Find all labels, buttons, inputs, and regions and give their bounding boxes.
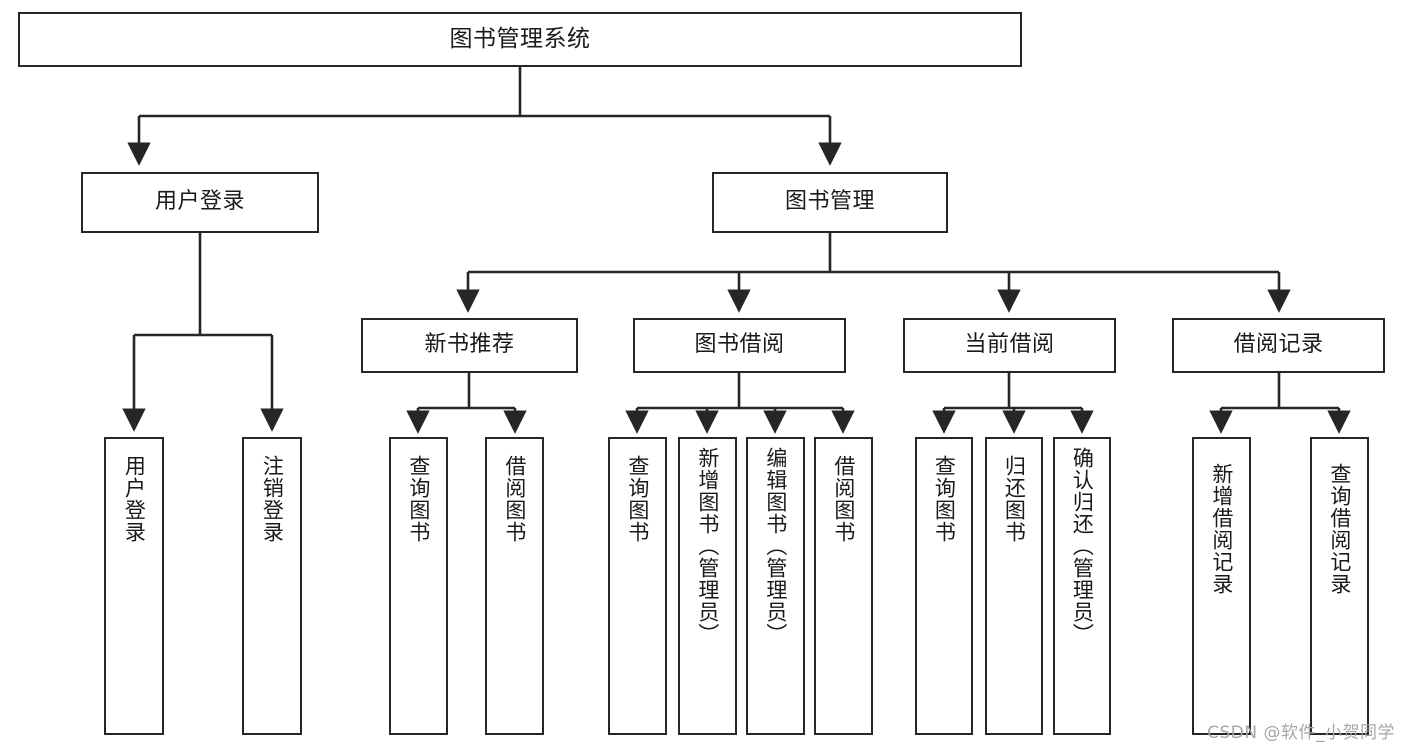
node-leaf-return-book[interactable]: 归还图书 [985, 437, 1043, 735]
node-leaf-edit-book-admin-label: 编辑图书（管理员） [763, 447, 788, 645]
node-leaf-query-book-borrow[interactable]: 查询图书 [608, 437, 667, 735]
node-leaf-logout-label: 注销登录 [260, 455, 285, 543]
node-leaf-query-book-cur-label: 查询图书 [932, 455, 957, 543]
node-leaf-add-borrow-record-label: 新增借阅记录 [1209, 463, 1234, 595]
node-current-borrow[interactable]: 当前借阅 [903, 318, 1116, 373]
node-leaf-return-book-label: 归还图书 [1002, 455, 1027, 543]
node-root[interactable]: 图书管理系统 [18, 12, 1022, 67]
node-leaf-query-borrow-record[interactable]: 查询借阅记录 [1310, 437, 1369, 735]
node-new-book-rec-label: 新书推荐 [424, 332, 515, 358]
node-book-borrow-label: 图书借阅 [694, 332, 785, 358]
node-leaf-user-login[interactable]: 用户登录 [104, 437, 164, 735]
node-book-manage[interactable]: 图书管理 [712, 172, 948, 233]
node-borrow-record-label: 借阅记录 [1233, 332, 1324, 358]
node-leaf-add-book-admin-label: 新增图书（管理员） [695, 447, 720, 645]
node-leaf-user-login-label: 用户登录 [122, 455, 147, 543]
node-leaf-query-book-cur[interactable]: 查询图书 [915, 437, 973, 735]
node-leaf-borrow-book[interactable]: 借阅图书 [814, 437, 873, 735]
node-leaf-confirm-return-admin-label: 确认归还（管理员） [1070, 447, 1095, 645]
node-current-borrow-label: 当前借阅 [964, 332, 1055, 358]
node-book-manage-label: 图书管理 [784, 189, 875, 215]
node-leaf-query-book-rec-label: 查询图书 [406, 455, 431, 543]
node-root-label: 图书管理系统 [449, 26, 591, 53]
node-leaf-logout[interactable]: 注销登录 [242, 437, 302, 735]
node-leaf-query-book-rec[interactable]: 查询图书 [389, 437, 448, 735]
node-leaf-query-borrow-record-label: 查询借阅记录 [1327, 463, 1352, 595]
node-borrow-record[interactable]: 借阅记录 [1172, 318, 1385, 373]
watermark: CSDN @软件_小贺同学 [1207, 723, 1395, 743]
node-leaf-borrow-book-rec-label: 借阅图书 [502, 455, 527, 543]
node-leaf-confirm-return-admin[interactable]: 确认归还（管理员） [1053, 437, 1111, 735]
node-new-book-rec[interactable]: 新书推荐 [361, 318, 578, 373]
node-user-login-label: 用户登录 [154, 189, 245, 215]
node-leaf-query-book-borrow-label: 查询图书 [625, 455, 650, 543]
node-leaf-add-borrow-record[interactable]: 新增借阅记录 [1192, 437, 1251, 735]
node-book-borrow[interactable]: 图书借阅 [633, 318, 846, 373]
node-user-login[interactable]: 用户登录 [81, 172, 319, 233]
node-leaf-add-book-admin[interactable]: 新增图书（管理员） [678, 437, 737, 735]
node-leaf-edit-book-admin[interactable]: 编辑图书（管理员） [746, 437, 805, 735]
node-leaf-borrow-book-label: 借阅图书 [831, 455, 856, 543]
node-leaf-borrow-book-rec[interactable]: 借阅图书 [485, 437, 544, 735]
